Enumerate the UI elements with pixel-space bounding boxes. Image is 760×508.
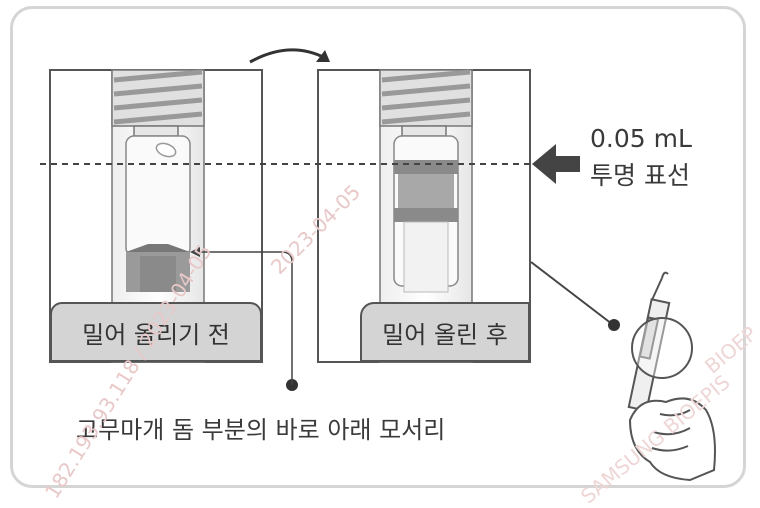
panel-after-label: 밀어 올린 후 xyxy=(360,302,530,362)
dose-marker-arrow-icon xyxy=(532,144,580,184)
dose-marker-text: 투명 표선 xyxy=(590,161,690,190)
transition-arrow-head xyxy=(316,50,330,62)
transition-arrow xyxy=(249,48,326,64)
caption-pointer xyxy=(190,247,298,391)
stopper-dome xyxy=(126,244,190,252)
panel-before-label: 밀어 올리기 전 xyxy=(50,302,262,362)
threaded-collar-icon xyxy=(379,69,473,127)
dose-volume-text: 0.05 mL xyxy=(590,124,692,153)
hand-syringe-icon xyxy=(627,271,716,482)
threaded-collar-icon xyxy=(111,69,205,127)
pointer-caption: 고무마개 돔 부분의 바로 아래 모서리 xyxy=(76,416,446,444)
